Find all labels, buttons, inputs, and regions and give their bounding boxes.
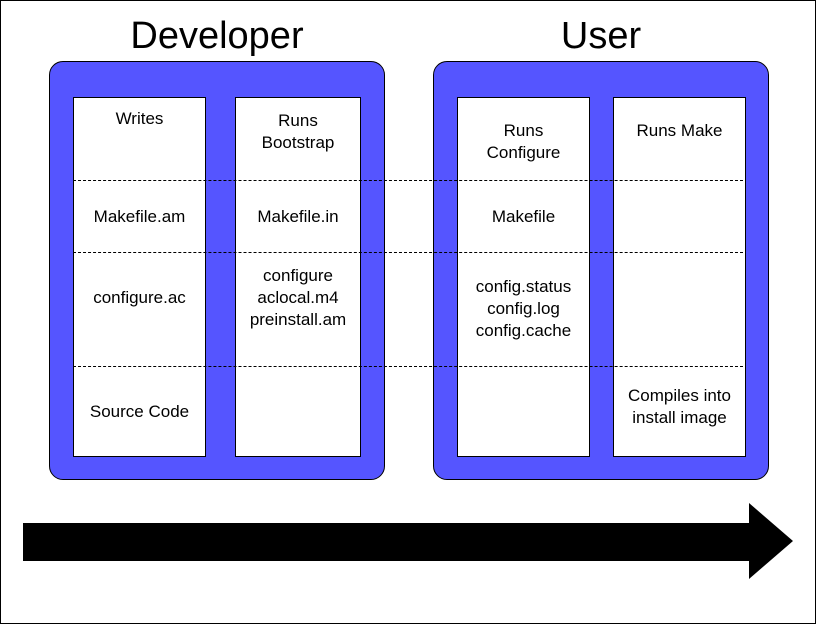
user-make-row-makefile <box>614 181 745 253</box>
developer-panel: Writes Makefile.am configure.ac Source C… <box>49 61 385 480</box>
user-heading: User <box>560 15 642 57</box>
developer-writes-column: Writes Makefile.am configure.ac Source C… <box>73 97 206 457</box>
row-divider-dashed <box>73 366 743 367</box>
developer-writes-row-source: Source Code <box>89 401 190 421</box>
user-configure-row-makefile: Makefile <box>491 207 556 226</box>
progress-arrow-shape <box>23 503 793 579</box>
developer-writes-header: Writes <box>115 109 164 128</box>
user-make-row-config <box>614 253 745 367</box>
developer-bootstrap-column: Runs Bootstrap Makefile.in configure acl… <box>235 97 361 457</box>
user-configure-row-config: config.status config.log config.cache <box>475 277 572 340</box>
user-panel: Runs Configure Makefile config.status co… <box>433 61 769 480</box>
developer-bootstrap-header: Runs Bootstrap <box>261 111 335 152</box>
row-divider-dashed <box>73 252 743 253</box>
user-configure-column: Runs Configure Makefile config.status co… <box>457 97 590 457</box>
developer-writes-row-makefile: Makefile.am <box>93 207 186 226</box>
progress-arrow <box>23 503 793 579</box>
user-make-column: Runs Make Compiles into install image <box>613 97 746 457</box>
developer-bootstrap-row-source <box>236 367 360 456</box>
user-make-header: Runs Make <box>636 121 723 140</box>
row-divider-dashed <box>73 180 743 181</box>
user-make-row-install: Compiles into install image <box>628 386 731 427</box>
user-configure-row-source <box>458 367 589 456</box>
developer-heading: Developer <box>130 15 304 57</box>
developer-bootstrap-row-makefile: Makefile.in <box>257 207 339 226</box>
developer-writes-row-configure: configure.ac <box>93 288 186 307</box>
user-configure-header: Runs Configure <box>486 121 561 162</box>
developer-bootstrap-row-configure: configure aclocal.m4 preinstall.am <box>249 266 347 329</box>
